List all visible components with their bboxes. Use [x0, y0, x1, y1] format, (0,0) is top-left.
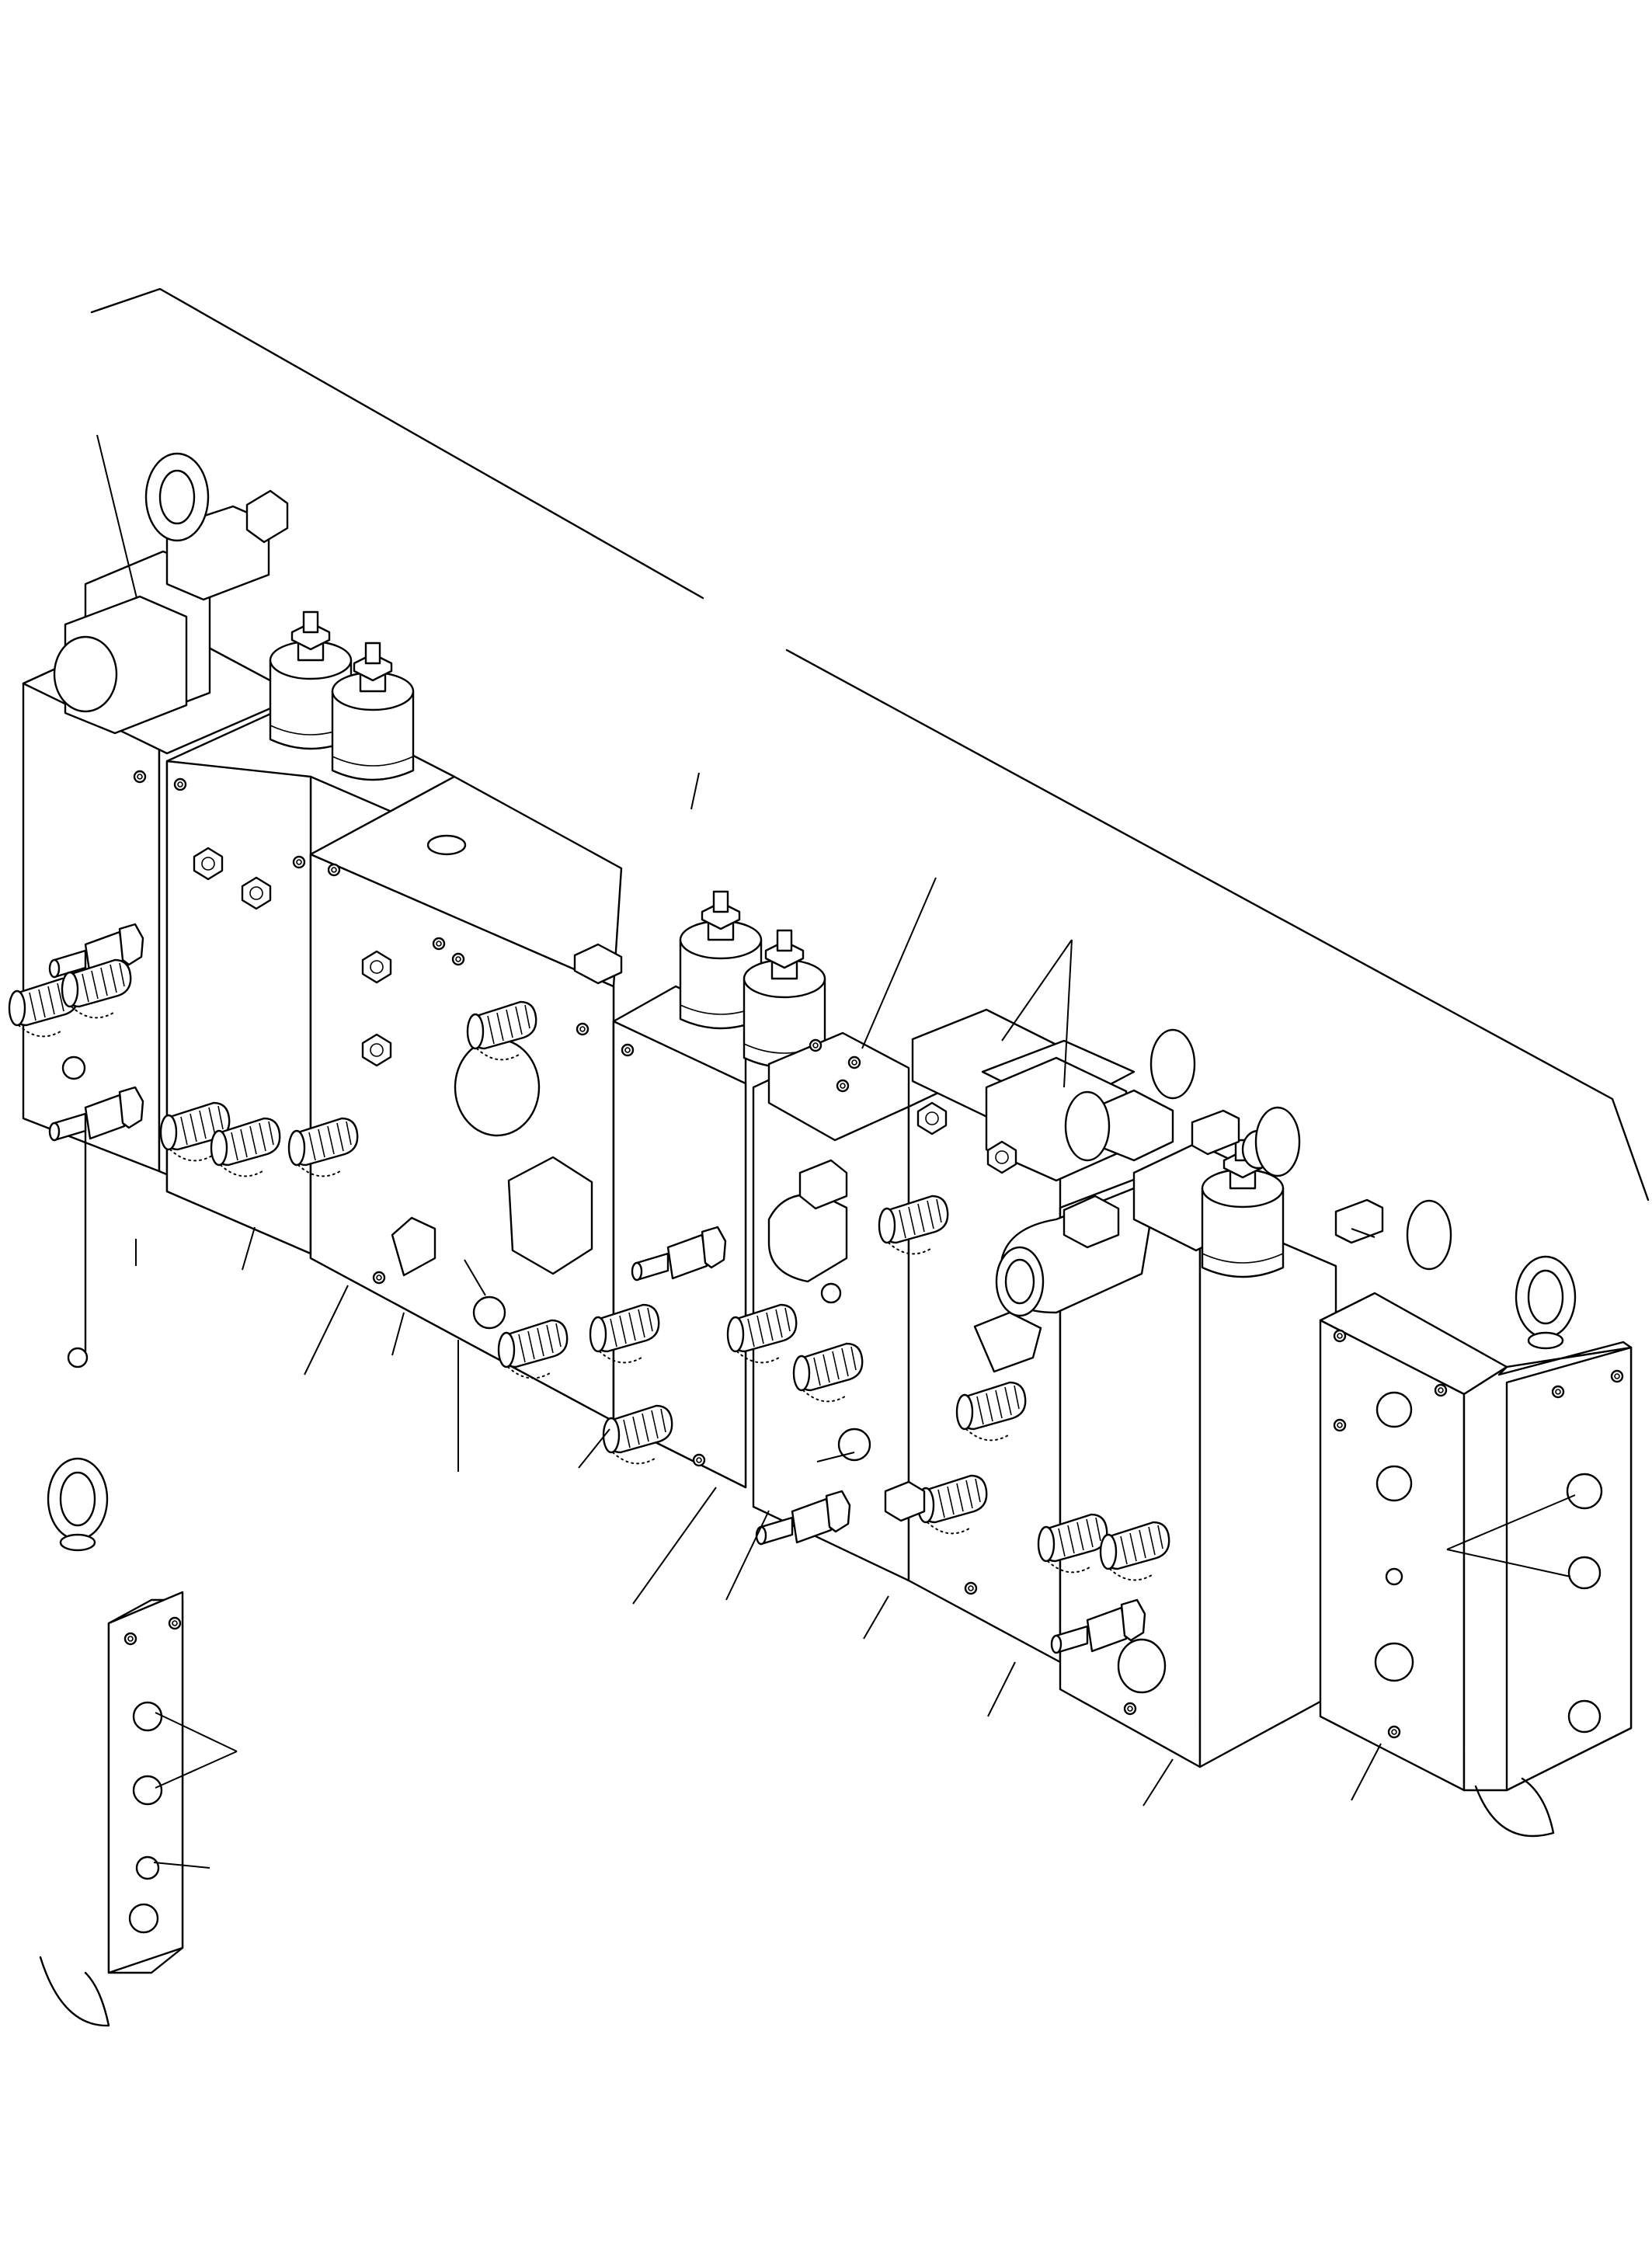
port-hole	[820, 1282, 842, 1304]
screw-symbol	[1610, 1369, 1624, 1383]
port-hole	[1385, 1567, 1403, 1586]
screw-symbol	[327, 863, 341, 877]
screw-symbol	[451, 952, 465, 966]
leader-line	[155, 1751, 238, 1789]
leader-line	[863, 1595, 889, 1640]
port-hole	[1376, 1465, 1413, 1502]
valve-component-outline	[53, 635, 118, 713]
leader-line	[1142, 1758, 1174, 1807]
port-hole	[135, 1855, 160, 1880]
valve-block-face	[798, 1159, 848, 1210]
leader-line	[153, 1862, 210, 1869]
port-hole	[837, 1428, 871, 1462]
valve-component-outline	[1254, 1106, 1301, 1177]
valve-block-face	[507, 1156, 593, 1275]
leader-line	[632, 1487, 717, 1605]
leader-line	[1446, 1494, 1576, 1550]
valve-component-outline	[426, 834, 467, 856]
screw-symbol	[621, 1043, 635, 1057]
leader-line	[861, 877, 937, 1049]
port-hole	[1376, 1391, 1413, 1428]
screw-symbol	[1123, 1702, 1137, 1716]
valve-block-face	[573, 943, 623, 985]
screw-symbol	[123, 1632, 137, 1646]
leader-line	[1063, 939, 1073, 1088]
port-hole	[1567, 1556, 1602, 1590]
valve-component-outline	[158, 469, 196, 525]
valve-block-face	[1334, 1198, 1384, 1244]
valve-block-face	[884, 1480, 926, 1522]
screw-symbol	[168, 1616, 182, 1630]
component-contour	[973, 1311, 1042, 1373]
valve-block-face	[245, 489, 289, 544]
leader-line	[391, 1312, 405, 1356]
leader-line	[987, 1661, 1016, 1717]
screw-symbol	[847, 1055, 861, 1069]
screw-symbol	[1387, 1725, 1401, 1739]
screw-symbol	[133, 770, 147, 784]
leader-line	[1351, 1228, 1376, 1238]
port-hole	[472, 1295, 506, 1330]
component-contour	[1474, 1777, 1555, 1838]
valve-component-outline	[1004, 1258, 1035, 1305]
port-hole	[1374, 1642, 1414, 1682]
screw-symbol	[372, 1271, 386, 1285]
valve-block-face	[1191, 1109, 1240, 1156]
component-contour	[39, 1956, 110, 2027]
ring-symbol	[1515, 1255, 1577, 1350]
valve-component-outline	[1406, 1199, 1452, 1271]
port-hole	[61, 1055, 86, 1080]
leader-line	[725, 1510, 770, 1601]
component-contour	[767, 1193, 848, 1283]
valve-block-face	[309, 775, 623, 988]
leader-line	[96, 434, 137, 599]
port-hole	[132, 1775, 163, 1806]
port-hole	[67, 1347, 89, 1368]
screw-symbol	[432, 937, 446, 951]
screw-symbol	[1333, 1418, 1347, 1432]
leader-line	[690, 772, 700, 810]
leader-line	[242, 1226, 256, 1271]
port-hole	[132, 1701, 163, 1732]
screw-symbol	[173, 777, 187, 791]
ring-symbol	[47, 1457, 109, 1552]
leader-line	[1351, 1743, 1382, 1801]
port-hole	[128, 1903, 159, 1934]
screw-symbol	[576, 1022, 590, 1036]
leader-line	[1446, 1549, 1571, 1577]
screw-symbol	[1434, 1383, 1448, 1397]
screw-symbol	[692, 1453, 706, 1467]
screw-symbol	[964, 1581, 978, 1595]
screw-symbol	[836, 1079, 850, 1093]
valve-component-outline	[1064, 1090, 1111, 1162]
port-hole	[1566, 1473, 1603, 1510]
leader-line	[578, 1428, 610, 1469]
screw-symbol	[809, 1038, 823, 1052]
leader-line	[816, 1452, 855, 1462]
leader-line	[1001, 939, 1073, 1042]
screw-symbol	[292, 855, 306, 869]
perspective-guide-line	[90, 287, 704, 600]
valve-component-outline	[1149, 1028, 1196, 1100]
valve-block-face	[1062, 1195, 1120, 1249]
leader-line	[304, 1285, 349, 1375]
screw-symbol	[1551, 1385, 1565, 1399]
component-contour	[391, 1216, 436, 1277]
perspective-guide-line	[785, 649, 1650, 1202]
screw-symbol	[1333, 1329, 1347, 1343]
valve-component-outline	[1117, 1638, 1167, 1694]
valve-block-face	[1198, 1206, 1337, 1768]
leader-line	[155, 1712, 238, 1752]
leader-line	[464, 1259, 486, 1296]
valve-component-outline	[454, 1038, 541, 1137]
valve-block-face	[165, 760, 312, 1255]
port-hole	[1567, 1699, 1602, 1734]
